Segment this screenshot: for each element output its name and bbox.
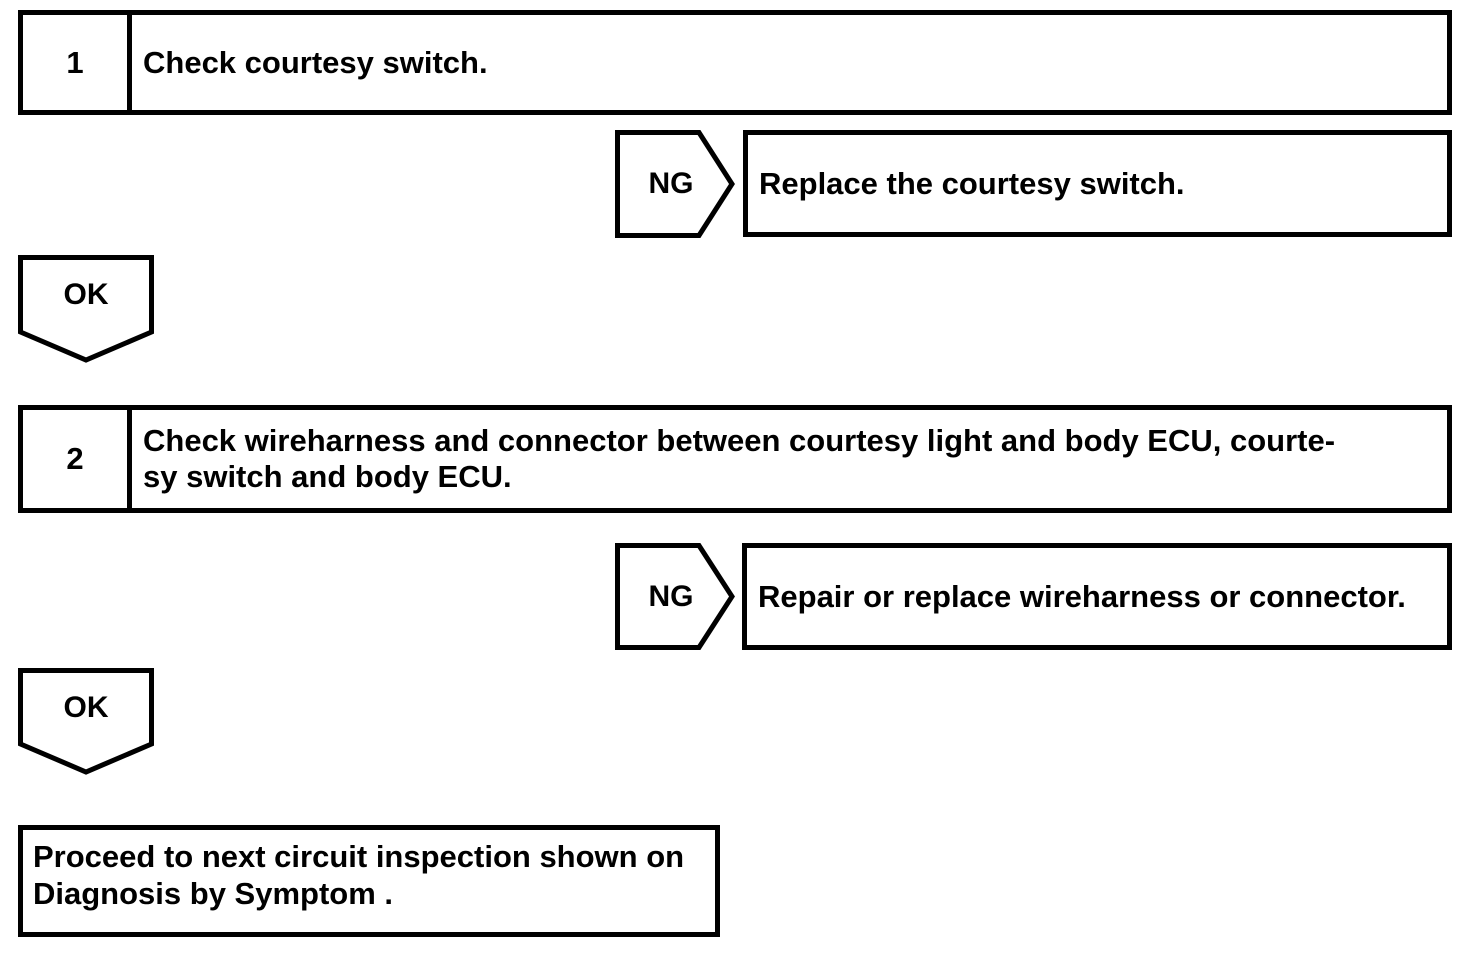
step-2-ng-label: NG — [648, 579, 694, 613]
ng-pentagon-right-icon — [615, 543, 735, 650]
step-2-ok-label: OK — [63, 691, 109, 724]
step-1-ng-action-text: Replace the courtesy switch. — [759, 165, 1185, 201]
ok-pentagon-down-icon — [18, 668, 154, 775]
step-2-number: 2 — [23, 410, 132, 508]
step-1-number: 1 — [23, 15, 132, 110]
step-2-ng-action-text: Repair or replace wireharness or connect… — [758, 578, 1406, 614]
step-2-box: 2 Check wireharness and connector betwee… — [18, 405, 1452, 513]
step-1-box: 1 Check courtesy switch. — [18, 10, 1452, 115]
ok-pentagon-down-icon — [18, 255, 154, 363]
step-1-ng-arrow: NG — [615, 130, 735, 238]
step-2-instruction-line1: Check wireharness and connector between … — [143, 423, 1336, 458]
step-2-ng-action-box: Repair or replace wireharness or connect… — [742, 543, 1452, 650]
step-2-ng-arrow: NG — [615, 543, 735, 650]
step-1-ng-action-box: Replace the courtesy switch. — [743, 130, 1452, 237]
step-2-instruction-line2: sy switch and body ECU. — [143, 459, 512, 494]
ng-pentagon-right-icon — [615, 130, 735, 238]
step-1-ok-arrow: OK — [18, 255, 154, 363]
terminal-box: Proceed to next circuit inspection shown… — [18, 825, 720, 937]
terminal-text-line2: Diagnosis by Symptom . — [33, 876, 394, 911]
step-1-ok-label: OK — [63, 278, 109, 311]
step-1-ng-label: NG — [648, 167, 694, 200]
step-2-ok-arrow: OK — [18, 668, 154, 775]
terminal-text-line1: Proceed to next circuit inspection shown… — [33, 839, 685, 874]
step-1-instruction: Check courtesy switch. — [143, 44, 488, 80]
